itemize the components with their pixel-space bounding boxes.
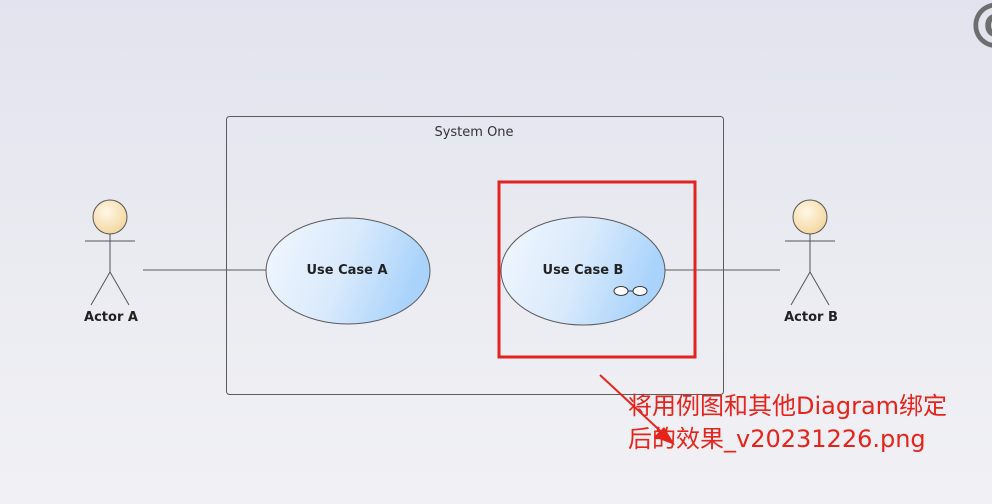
use-case-a-label: Use Case A bbox=[306, 263, 387, 278]
actor-a-label: Actor A bbox=[84, 310, 138, 325]
actor-a[interactable]: Actor A bbox=[84, 199, 138, 325]
actor-right-leg bbox=[809, 271, 830, 306]
annotation-line-1: 将用例图和其他Diagram绑定 bbox=[628, 392, 948, 420]
use-case-b-label: Use Case B bbox=[543, 263, 624, 278]
actor-right-leg bbox=[109, 271, 130, 306]
system-boundary[interactable]: System One bbox=[226, 116, 724, 395]
diagram-link-icon[interactable] bbox=[613, 286, 648, 296]
actor-left-leg bbox=[790, 271, 811, 306]
actor-b-label: Actor B bbox=[784, 310, 838, 325]
use-case-b[interactable]: Use Case B bbox=[500, 216, 666, 326]
system-title: System One bbox=[434, 125, 513, 140]
actor-head bbox=[792, 199, 828, 235]
actor-left-leg bbox=[90, 271, 111, 306]
highlight-box bbox=[497, 180, 697, 359]
annotation-line-2: 后的效果_v20231226.png bbox=[628, 425, 926, 453]
actor-head bbox=[92, 199, 128, 235]
annotation-text: 将用例图和其他Diagram绑定 后的效果_v20231226.png bbox=[628, 390, 978, 456]
use-case-a[interactable]: Use Case A bbox=[265, 217, 431, 325]
annotation-arrow bbox=[599, 374, 675, 445]
clipped-edge-glyph: @ bbox=[970, 0, 992, 52]
actor-b[interactable]: Actor B bbox=[784, 199, 838, 325]
